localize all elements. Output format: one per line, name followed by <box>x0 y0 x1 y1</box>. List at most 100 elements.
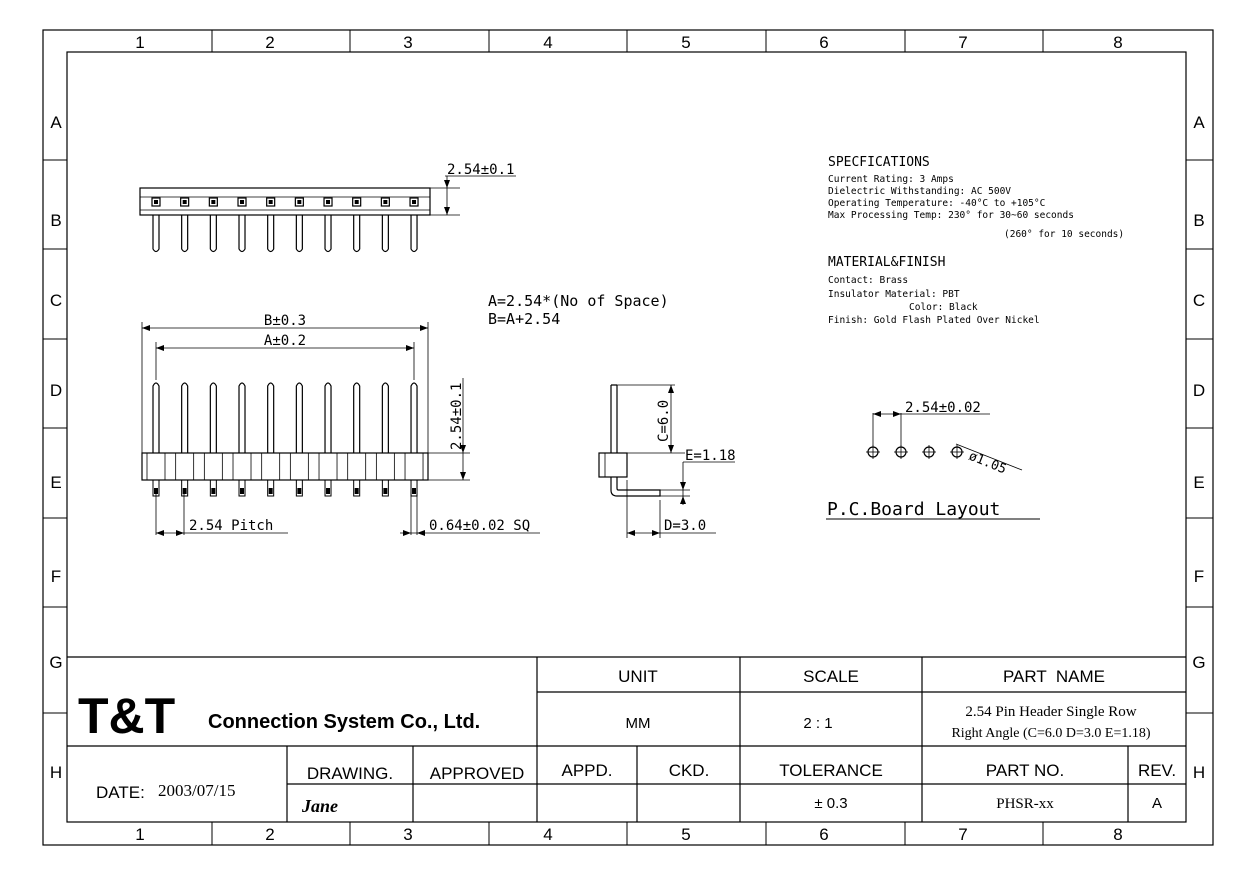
zone-col-label: 7 <box>958 825 967 844</box>
pin-tail <box>209 479 217 497</box>
material-line: Contact: Brass <box>828 275 908 286</box>
tolerance-value: ± 0.3 <box>814 795 847 812</box>
pin <box>353 215 361 253</box>
pin <box>181 382 189 453</box>
pin-tail-core <box>354 488 359 494</box>
pin-tail <box>238 479 246 497</box>
pcb-holes <box>866 445 964 459</box>
zone-col-label: 4 <box>543 33 552 52</box>
a-dimension: A±0.2 <box>264 333 306 349</box>
part-name-label: PART NAME <box>1003 667 1105 686</box>
spec-line: Operating Temperature: -40°C to +105°C <box>828 198 1045 209</box>
pin-square <box>294 197 304 207</box>
pin <box>295 215 303 253</box>
pin <box>209 382 217 453</box>
zone-row-label: C <box>50 291 62 310</box>
pin-tail <box>381 479 389 497</box>
pin <box>381 215 389 253</box>
pin <box>209 215 217 253</box>
pin <box>267 382 275 453</box>
front-height-dim: 2.54±0.1 <box>449 383 465 450</box>
material-line: Finish: Gold Flash Plated Over Nickel <box>828 315 1040 326</box>
pin-square-core <box>326 200 331 204</box>
part-name-line2: Right Angle (C=6.0 D=3.0 E=1.18) <box>951 726 1150 741</box>
zone-row-label: B <box>50 211 61 230</box>
d-dimension: D=3.0 <box>664 518 706 534</box>
pin-square-core <box>211 200 216 204</box>
top-view: 2.54±0.1 <box>139 162 516 253</box>
e-dimension: E=1.18 <box>685 448 736 464</box>
pin-square-core <box>354 200 359 204</box>
zone-col-label: 2 <box>265 33 274 52</box>
pin-tail-core <box>268 488 273 494</box>
pin-square <box>237 197 247 207</box>
zone-col-label: 2 <box>265 825 274 844</box>
unit-value: MM <box>626 715 651 732</box>
b-dimension: B±0.3 <box>264 313 306 329</box>
zone-col-label: 8 <box>1113 33 1122 52</box>
material-line: Color: Black <box>909 302 978 313</box>
zone-col-label: 1 <box>135 825 144 844</box>
zone-col-label: 7 <box>958 33 967 52</box>
date-value: 2003/07/15 <box>158 781 235 800</box>
outer-frame <box>42 29 1214 846</box>
zone-labels: 1 2 3 4 5 6 7 8 1 2 3 4 5 6 7 8 A B C D … <box>49 33 1205 844</box>
c-dimension: C=6.0 <box>656 400 672 442</box>
front-view-pin-tails <box>152 479 418 497</box>
pcb-layout: 2.54±0.02 ø1.05 P.C.Board Layout <box>826 400 1040 520</box>
pin-tail <box>353 479 361 497</box>
rev-value: A <box>1152 795 1162 812</box>
company-name: Connection System Co., Ltd. <box>208 711 480 733</box>
zone-col-label: 5 <box>681 825 690 844</box>
pin <box>152 215 160 253</box>
zone-col-label: 3 <box>403 33 412 52</box>
pin-square <box>409 197 419 207</box>
material-heading: MATERIAL&FINISH <box>828 255 945 270</box>
pin-tail <box>295 479 303 497</box>
ckd-label: CKD. <box>669 761 710 780</box>
pin-square <box>180 197 190 207</box>
approved-label: APPROVED <box>430 764 524 783</box>
zone-row-label: H <box>50 763 62 782</box>
top-view-pin-squares <box>151 197 419 207</box>
zone-row-label: D <box>1193 381 1205 400</box>
rev-label: REV. <box>1138 761 1176 780</box>
front-view-housing <box>141 452 429 481</box>
pin-tail-core <box>326 488 331 494</box>
zone-row-label: E <box>50 473 61 492</box>
pin <box>353 382 361 453</box>
pin-tail-core <box>211 488 216 494</box>
pin-tail <box>181 479 189 497</box>
pin-square-core <box>154 200 158 204</box>
pin-tail <box>267 479 275 497</box>
pin-square-core <box>412 200 417 204</box>
pin-tail-core <box>182 488 187 494</box>
pin <box>295 382 303 453</box>
zone-row-label: A <box>1193 113 1205 132</box>
appd-label: APPD. <box>561 761 612 780</box>
company-logo: T&T <box>78 688 175 744</box>
pin-square-core <box>268 200 273 204</box>
zone-row-label: E <box>1193 473 1204 492</box>
material-line: Insulator Material: PBT <box>828 289 960 300</box>
pin <box>410 382 418 453</box>
zone-ticks <box>43 30 1213 845</box>
zone-row-label: C <box>1193 291 1205 310</box>
top-view-pins <box>152 215 418 253</box>
pin-tail-core <box>383 488 388 494</box>
pcb-pitch-dim: 2.54±0.02 <box>905 400 981 416</box>
pin <box>152 382 160 453</box>
pin <box>238 215 246 253</box>
pin-square-core <box>297 200 302 204</box>
zone-row-label: G <box>49 653 62 672</box>
front-view-pins <box>152 382 418 453</box>
spec-line: Max Processing Temp: 230° for 30~60 seco… <box>828 210 1074 221</box>
part-no-value: PHSR-xx <box>996 796 1054 812</box>
tolerance-label: TOLERANCE <box>779 761 883 780</box>
zone-row-label: F <box>1194 567 1204 586</box>
pin-square <box>352 197 362 207</box>
pin-tail <box>324 479 332 497</box>
pin-square-core <box>383 200 388 204</box>
front-view-dividers <box>146 453 424 480</box>
